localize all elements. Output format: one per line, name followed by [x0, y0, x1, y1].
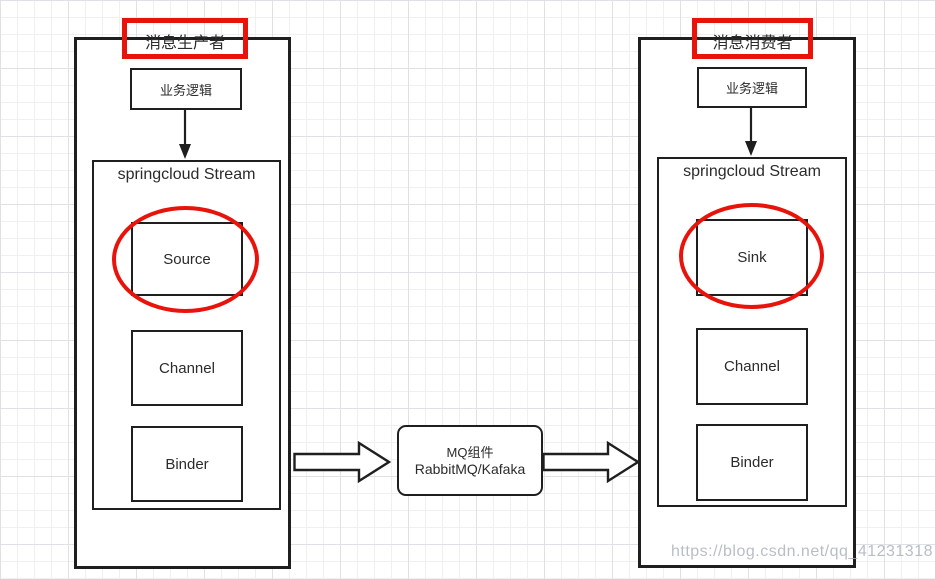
consumer-sink-highlight-ellipse — [679, 203, 824, 309]
producer-to-mq-arrow-icon — [293, 441, 392, 483]
consumer-binder-label: Binder — [730, 454, 774, 471]
mq-component-box: MQ组件 RabbitMQ/Kafaka — [397, 425, 543, 496]
consumer-stream-label: springcloud Stream — [683, 163, 821, 180]
producer-title-highlight: 消息生产者 — [122, 18, 248, 59]
consumer-title-highlight: 消息消费者 — [692, 18, 813, 59]
consumer-title: 消息消费者 — [712, 35, 793, 52]
mq-component-line2: RabbitMQ/Kafaka — [414, 460, 526, 477]
producer-stream-label: springcloud Stream — [117, 166, 256, 183]
mq-to-consumer-arrow-icon — [542, 441, 641, 483]
producer-channel-label: Channel — [159, 359, 215, 377]
consumer-down-arrow-icon — [745, 107, 757, 156]
consumer-channel-box: Channel — [696, 328, 808, 405]
watermark-text: https://blog.csdn.net/qq_41231318 — [670, 543, 933, 560]
consumer-business-logic-label: 业务逻辑 — [725, 81, 778, 96]
producer-business-logic-box: 业务逻辑 — [130, 68, 242, 110]
consumer-business-logic-box: 业务逻辑 — [697, 67, 807, 108]
producer-binder-label: Binder — [165, 455, 209, 473]
producer-source-highlight-ellipse — [112, 206, 259, 313]
consumer-channel-label: Channel — [724, 358, 780, 375]
producer-title: 消息生产者 — [144, 35, 225, 52]
producer-channel-box: Channel — [131, 330, 243, 406]
mq-component-line1: MQ组件 — [446, 444, 494, 460]
producer-business-logic-label: 业务逻辑 — [159, 82, 212, 98]
producer-down-arrow-icon — [179, 110, 191, 159]
consumer-binder-box: Binder — [696, 424, 808, 501]
producer-binder-box: Binder — [131, 426, 243, 502]
